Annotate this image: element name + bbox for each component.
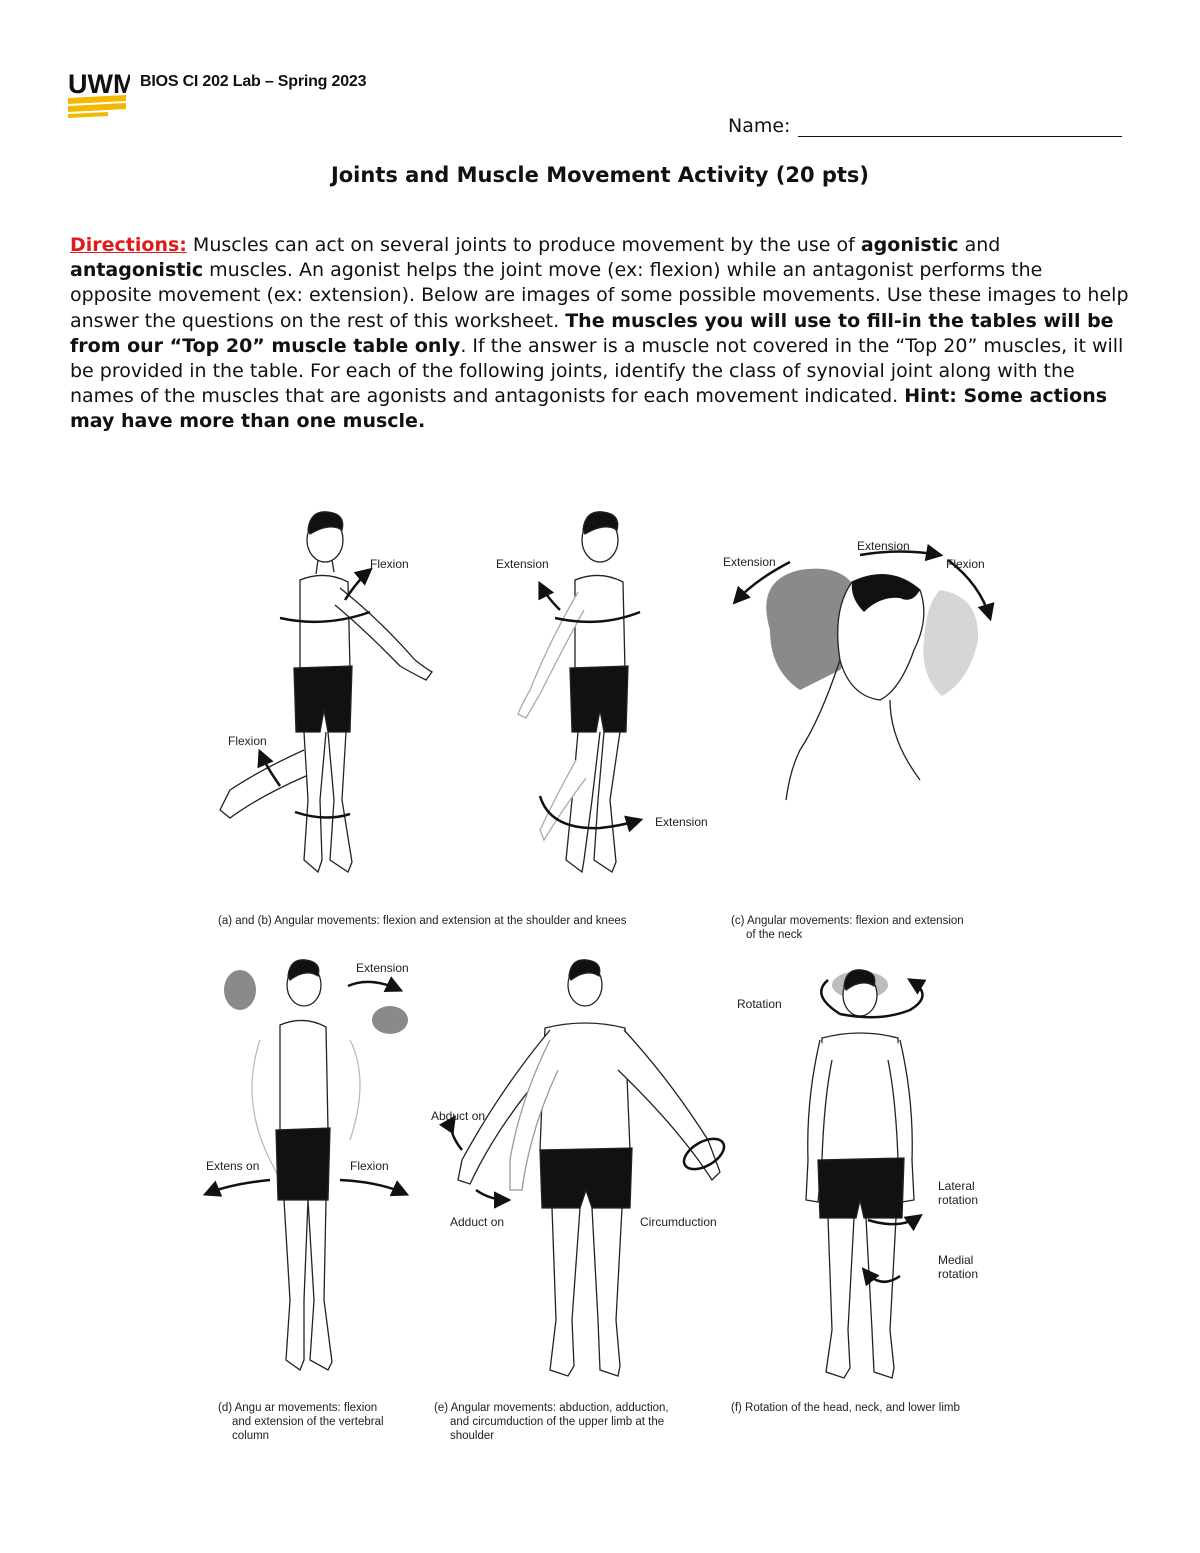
caption-e-line1: (e) Angular movements: abduction, adduct…	[434, 1402, 669, 1414]
agonistic-term: agonistic	[860, 234, 959, 256]
label-extension-knee: Extension	[655, 815, 708, 829]
caption-ab: (a) and (b) Angular movements: flexion a…	[218, 915, 627, 927]
label-flexion-neck: Flexion	[946, 557, 985, 571]
movement-figures: Flexion Flexion Extension Extension Exte…	[200, 500, 1000, 1450]
course-title: BIOS CI 202 Lab – Spring 2023	[140, 73, 367, 90]
name-label: Name:	[728, 115, 791, 137]
directions-label: Directions:	[70, 234, 187, 256]
top20-instruction: The muscles you will use to fill-in the …	[70, 309, 1114, 357]
caption-c-line2: of the neck	[746, 929, 803, 941]
label-rotation-head: Rotation	[737, 997, 782, 1011]
uwm-logo: UWM	[68, 68, 135, 118]
directions-text: Muscles can act on several joints to pro…	[186, 234, 861, 256]
caption-d-line1: (d) Angu ar movements: flexion	[218, 1402, 377, 1414]
label-extension-vertebral-top: Extension	[356, 961, 409, 975]
figure-a	[219, 511, 433, 874]
directions-text: and	[958, 234, 1001, 256]
label-extension-vertebral-left: Extens on	[206, 1159, 259, 1173]
figure-e	[457, 959, 721, 1377]
directions-paragraph: Directions: Muscles can act on several j…	[70, 233, 1130, 435]
caption-c-line1: (c) Angular movements: flexion and exten…	[731, 915, 964, 927]
caption-f: (f) Rotation of the head, neck, and lowe…	[731, 1402, 960, 1414]
label-extension-neck-top: Extension	[857, 539, 910, 553]
label-medial-2: rotation	[938, 1267, 978, 1281]
antagonistic-term: antagonistic	[70, 259, 204, 282]
hint-text: Hint: Some actions may have more than on…	[70, 385, 1108, 433]
shoulder-flexion-arc-a	[279, 610, 371, 624]
label-extension-shoulder: Extension	[496, 557, 549, 571]
page-title: Joints and Muscle Movement Activity (20 …	[330, 163, 870, 187]
label-lateral-1: Lateral	[938, 1179, 975, 1193]
label-adduction: Adduct on	[450, 1215, 504, 1229]
label-circumduction: Circumduction	[640, 1215, 717, 1229]
caption-e-line3: shoulder	[450, 1430, 494, 1442]
caption-d-line2: and extension of the vertebral	[232, 1416, 384, 1428]
name-field[interactable]: Name:	[728, 114, 1123, 137]
caption-e-line2: and circumduction of the upper limb at t…	[450, 1416, 664, 1428]
label-extension-neck-left: Extension	[723, 555, 776, 569]
label-abduction: Abduct on	[431, 1109, 485, 1123]
figure-b	[517, 511, 629, 874]
label-medial-1: Medial	[938, 1253, 973, 1267]
figure-d	[224, 959, 408, 1372]
caption-d-line3: column	[232, 1430, 269, 1442]
label-flexion-shoulder: Flexion	[370, 557, 409, 571]
figure-c	[766, 568, 979, 801]
name-blank-line[interactable]	[798, 114, 1123, 137]
logo-text: UWM	[68, 69, 130, 99]
directions-text: . If the answer is a muscle not covered …	[70, 334, 1124, 408]
directions-text: muscles. An agonist helps the joint move…	[70, 259, 1129, 332]
figure-illustration: Flexion Flexion Extension Extension Exte…	[202, 511, 995, 1442]
label-flexion-vertebral: Flexion	[350, 1159, 389, 1173]
label-lateral-2: rotation	[938, 1193, 978, 1207]
figure-f	[805, 969, 915, 1379]
label-flexion-knee: Flexion	[228, 734, 267, 748]
